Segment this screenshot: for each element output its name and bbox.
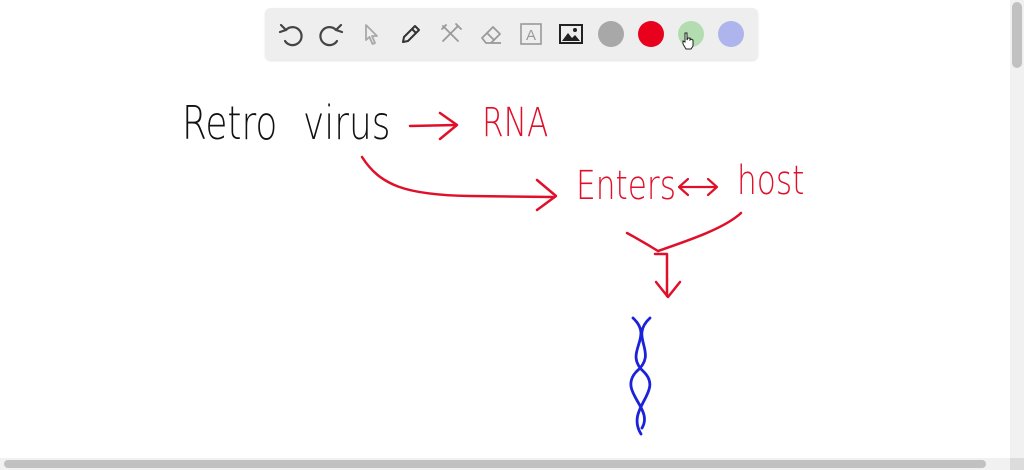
eraser-icon	[481, 26, 501, 44]
redo-button[interactable]	[315, 18, 347, 50]
horizontal-scrollbar[interactable]	[0, 458, 1010, 470]
select-button[interactable]	[355, 18, 387, 50]
color-swatch-red[interactable]	[638, 21, 664, 47]
text-tool-label: A	[526, 27, 536, 44]
pointer-icon	[365, 24, 378, 45]
hand-cursor-icon	[682, 32, 694, 50]
scrollbar-corner	[1010, 458, 1024, 470]
text-button[interactable]: A	[515, 18, 547, 50]
text-box-icon: A	[520, 23, 542, 45]
vertical-scroll-thumb[interactable]	[1012, 2, 1022, 68]
word-rna: RNA	[482, 100, 549, 146]
word-host: host	[737, 158, 805, 204]
image-button[interactable]	[555, 18, 587, 50]
vertical-scrollbar[interactable]	[1010, 0, 1024, 458]
color-swatch-lavender[interactable]	[718, 21, 744, 47]
horizontal-scroll-thumb[interactable]	[4, 460, 986, 468]
double-arrow	[677, 177, 719, 197]
pen-button[interactable]	[395, 18, 427, 50]
whiteboard-canvas[interactable]	[0, 0, 1010, 458]
arrow-to-enters	[360, 155, 558, 212]
word-virus: virus	[303, 96, 391, 150]
undo-icon	[278, 23, 303, 47]
drawing-toolbar: A	[265, 8, 758, 60]
tools-button[interactable]	[435, 18, 467, 50]
pencil-icon	[402, 25, 420, 43]
arrow-down	[625, 211, 743, 299]
image-icon	[559, 24, 583, 44]
tools-icon	[441, 23, 462, 42]
word-retro: Retro	[182, 96, 278, 150]
undo-button[interactable]	[275, 18, 307, 50]
word-enters: Enters	[576, 163, 676, 209]
redo-icon	[319, 23, 344, 47]
color-swatch-gray[interactable]	[598, 21, 624, 47]
drawing-layer	[360, 111, 743, 436]
arrow-to-rna	[408, 111, 459, 141]
eraser-button[interactable]	[475, 18, 507, 50]
dna-helix-drawing	[629, 316, 652, 436]
